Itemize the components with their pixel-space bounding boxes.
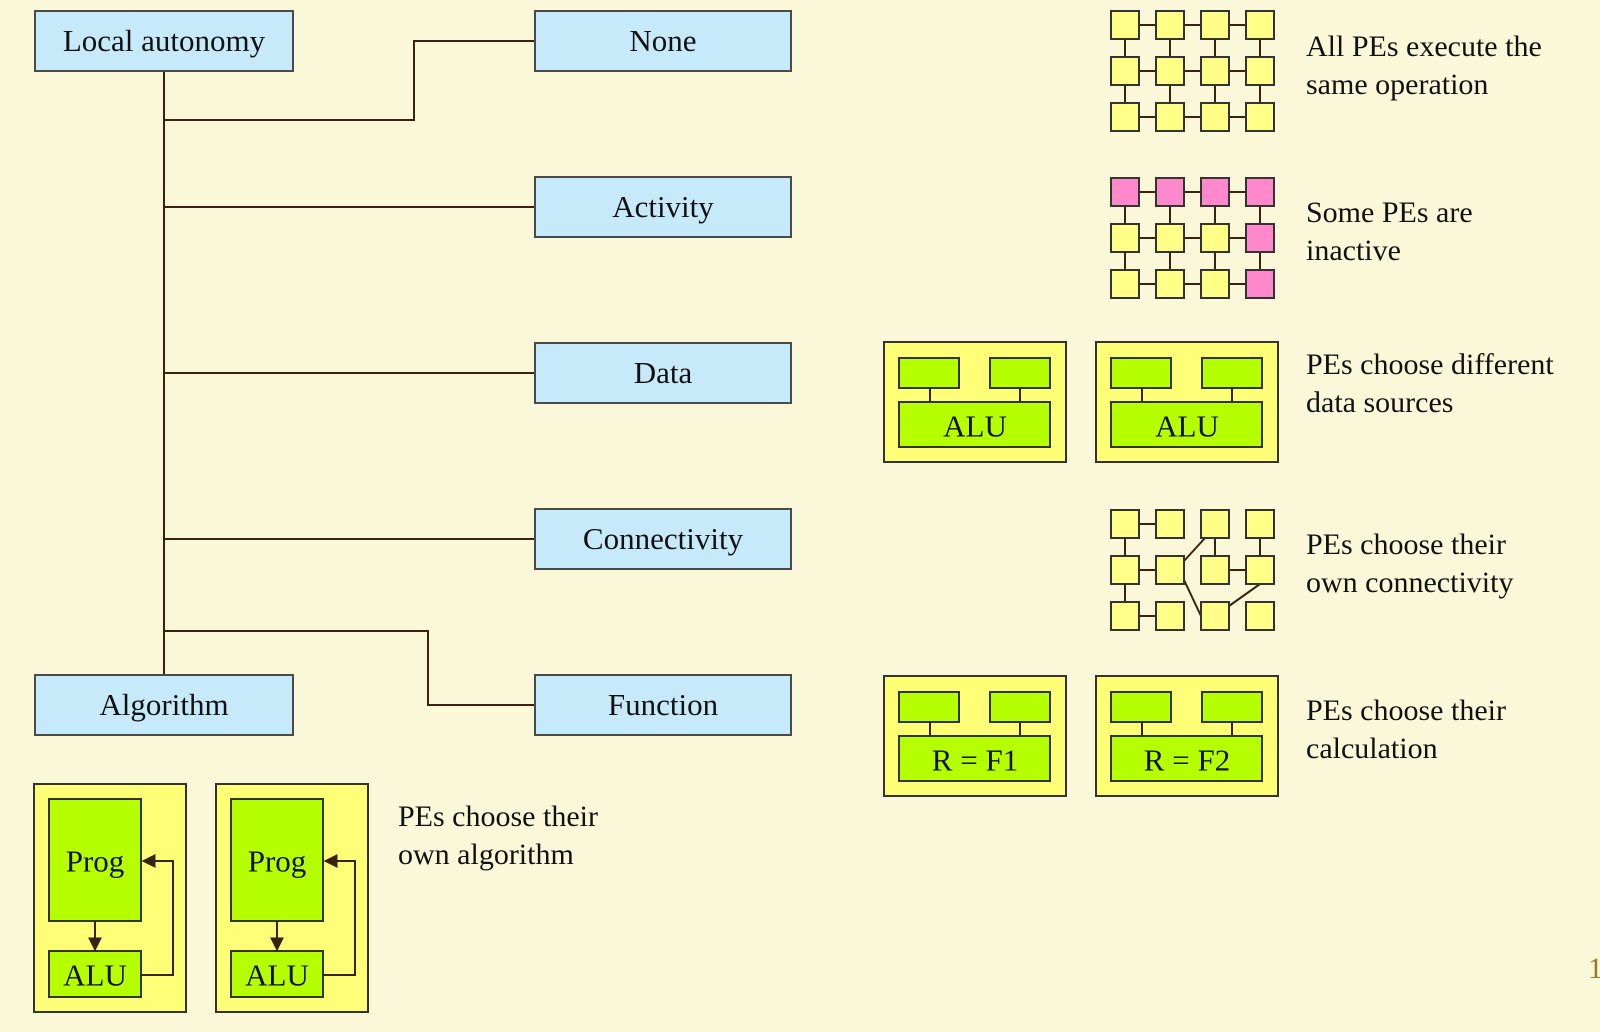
- pe-cell: [1200, 269, 1230, 299]
- algorithm-pe-2-prog-block: [230, 798, 324, 922]
- pe-cell: [1245, 555, 1275, 585]
- pe-cell: [1200, 10, 1230, 40]
- algorithm-pe-1-alu-label: ALU: [63, 958, 127, 993]
- pe-cell: [1245, 10, 1275, 40]
- connector-function: [164, 630, 534, 706]
- pe-link-diagonal: [1183, 579, 1202, 617]
- pe-cell-inactive: [1245, 269, 1275, 299]
- data-pe-2-label: ALU: [1155, 409, 1219, 444]
- pe-cell: [1155, 555, 1185, 585]
- pe-cell: [1245, 509, 1275, 539]
- feedback-arrow: [323, 854, 356, 976]
- function-pe-2-label: R = F2: [1144, 743, 1230, 778]
- description-function: PEs choose their calculation: [1306, 694, 1506, 765]
- register-block: [1110, 691, 1172, 723]
- pe-cell: [1200, 555, 1230, 585]
- register-block: [898, 691, 960, 723]
- pe-cell: [1245, 601, 1275, 631]
- feedback-arrow: [141, 854, 174, 976]
- algorithm-pe-2-prog-label: Prog: [248, 844, 307, 879]
- pe-cell: [1155, 269, 1185, 299]
- category-algorithm: Algorithm: [34, 674, 294, 736]
- algorithm-pe-2-alu-label: ALU: [245, 958, 309, 993]
- pe-cell: [1110, 509, 1140, 539]
- pe-cell: [1110, 10, 1140, 40]
- category-activity: Activity: [534, 176, 792, 238]
- pe-link-diagonal: [1228, 583, 1261, 607]
- register-block: [1201, 357, 1263, 389]
- description-activity: Some PEs are inactive: [1306, 196, 1473, 267]
- pe-cell: [1155, 10, 1185, 40]
- data-pe-2-unit: [1110, 401, 1263, 448]
- register-block: [1201, 691, 1263, 723]
- pe-cell-inactive: [1245, 223, 1275, 253]
- category-function: Function: [534, 674, 792, 736]
- pe-cell-inactive: [1200, 177, 1230, 207]
- register-block: [989, 357, 1051, 389]
- pe-cell: [1155, 102, 1185, 132]
- function-pe-1-unit: [898, 735, 1051, 782]
- pe-cell: [1200, 601, 1230, 631]
- category-none: None: [534, 10, 792, 72]
- pe-cell: [1110, 102, 1140, 132]
- description-connectivity: PEs choose their own connectivity: [1306, 528, 1514, 599]
- pe-cell: [1200, 509, 1230, 539]
- pe-cell: [1200, 223, 1230, 253]
- pe-cell: [1200, 56, 1230, 86]
- function-pe-1-label: R = F1: [932, 743, 1018, 778]
- data-pe-1-unit: [898, 401, 1051, 448]
- pe-cell-inactive: [1155, 177, 1185, 207]
- pe-cell: [1155, 223, 1185, 253]
- register-block: [1110, 357, 1172, 389]
- register-block: [898, 357, 960, 389]
- algorithm-pe-2-alu-block: [230, 950, 324, 998]
- pe-cell: [1110, 56, 1140, 86]
- slide-number: 1: [1588, 952, 1600, 985]
- pe-cell: [1155, 601, 1185, 631]
- description-algorithm: PEs choose their own algorithm: [398, 800, 598, 871]
- register-block: [989, 691, 1051, 723]
- algorithm-pe-1-alu-block: [48, 950, 142, 998]
- category-data: Data: [534, 342, 792, 404]
- pe-cell: [1110, 269, 1140, 299]
- algorithm-pe-1-prog-block: [48, 798, 142, 922]
- data-pe-1-label: ALU: [943, 409, 1007, 444]
- pe-cell: [1155, 509, 1185, 539]
- algorithm-pe-1-prog-label: Prog: [66, 844, 125, 879]
- pe-cell: [1110, 601, 1140, 631]
- root-node-local-autonomy: Local autonomy: [34, 10, 294, 72]
- connector-none: [164, 40, 534, 121]
- pe-cell: [1245, 102, 1275, 132]
- description-data: PEs choose different data sources: [1306, 348, 1554, 419]
- pe-cell-inactive: [1110, 177, 1140, 207]
- pe-cell: [1110, 555, 1140, 585]
- description-none: All PEs execute the same operation: [1306, 30, 1542, 101]
- pe-cell-inactive: [1245, 177, 1275, 207]
- function-pe-2-unit: [1110, 735, 1263, 782]
- pe-link-diagonal: [1183, 537, 1206, 562]
- pe-cell: [1245, 56, 1275, 86]
- pe-cell: [1110, 223, 1140, 253]
- pe-cell: [1155, 56, 1185, 86]
- pe-cell: [1200, 102, 1230, 132]
- category-connectivity: Connectivity: [534, 508, 792, 570]
